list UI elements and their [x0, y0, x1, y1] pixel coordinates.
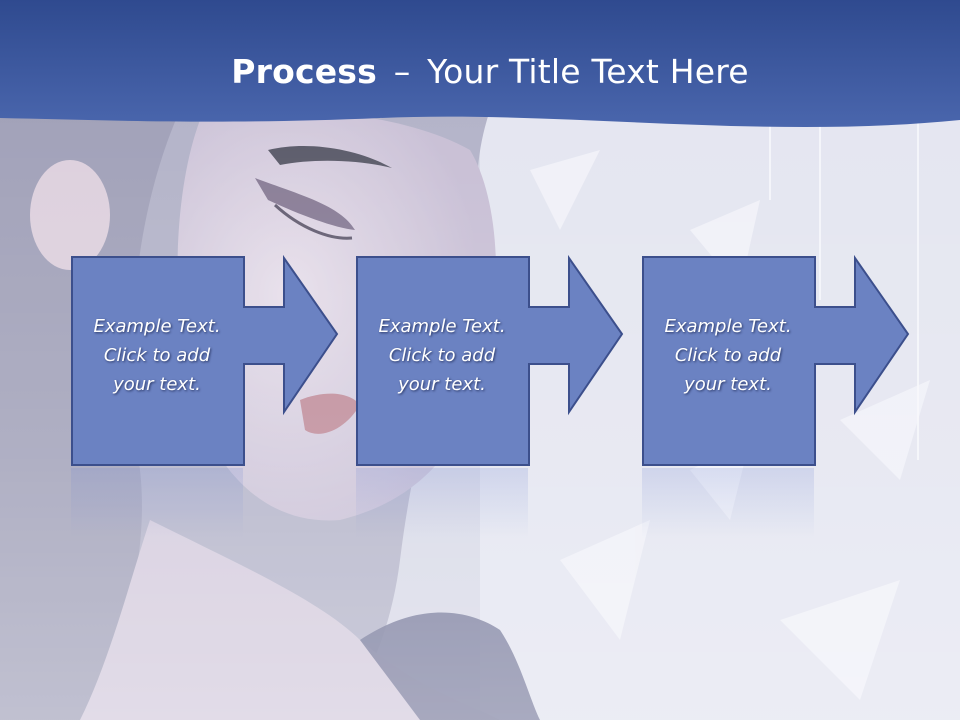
process-step-3[interactable]: Example Text. Click to add your text. [642, 254, 942, 538]
arrow-box-shape [642, 254, 910, 466]
step-reflection [71, 468, 243, 538]
step-text-line-2: Click to add [103, 345, 211, 366]
step-text[interactable]: Example Text. Click to add your text. [356, 312, 528, 399]
title-bold: Process [231, 52, 377, 91]
step-text-line-1: Example Text. [664, 316, 792, 337]
title-text: Your Title Text Here [427, 52, 749, 91]
title-separator: – [393, 52, 411, 91]
step-text-line-2: Click to add [674, 345, 782, 366]
step-text-line-3: your text. [113, 374, 201, 395]
arrow-box-shape [71, 254, 339, 466]
step-text-line-3: your text. [684, 374, 772, 395]
process-step-1[interactable]: Example Text. Click to add your text. [71, 254, 371, 538]
step-text-line-2: Click to add [388, 345, 496, 366]
step-text-line-1: Example Text. [93, 316, 221, 337]
step-text-line-1: Example Text. [378, 316, 506, 337]
step-reflection [642, 468, 814, 538]
arrow-box-shape [356, 254, 624, 466]
process-step-2[interactable]: Example Text. Click to add your text. [356, 254, 656, 538]
step-text[interactable]: Example Text. Click to add your text. [71, 312, 243, 399]
step-text[interactable]: Example Text. Click to add your text. [642, 312, 814, 399]
step-text-line-3: your text. [398, 374, 486, 395]
slide-title: Process – Your Title Text Here [0, 52, 960, 91]
step-reflection [356, 468, 528, 538]
